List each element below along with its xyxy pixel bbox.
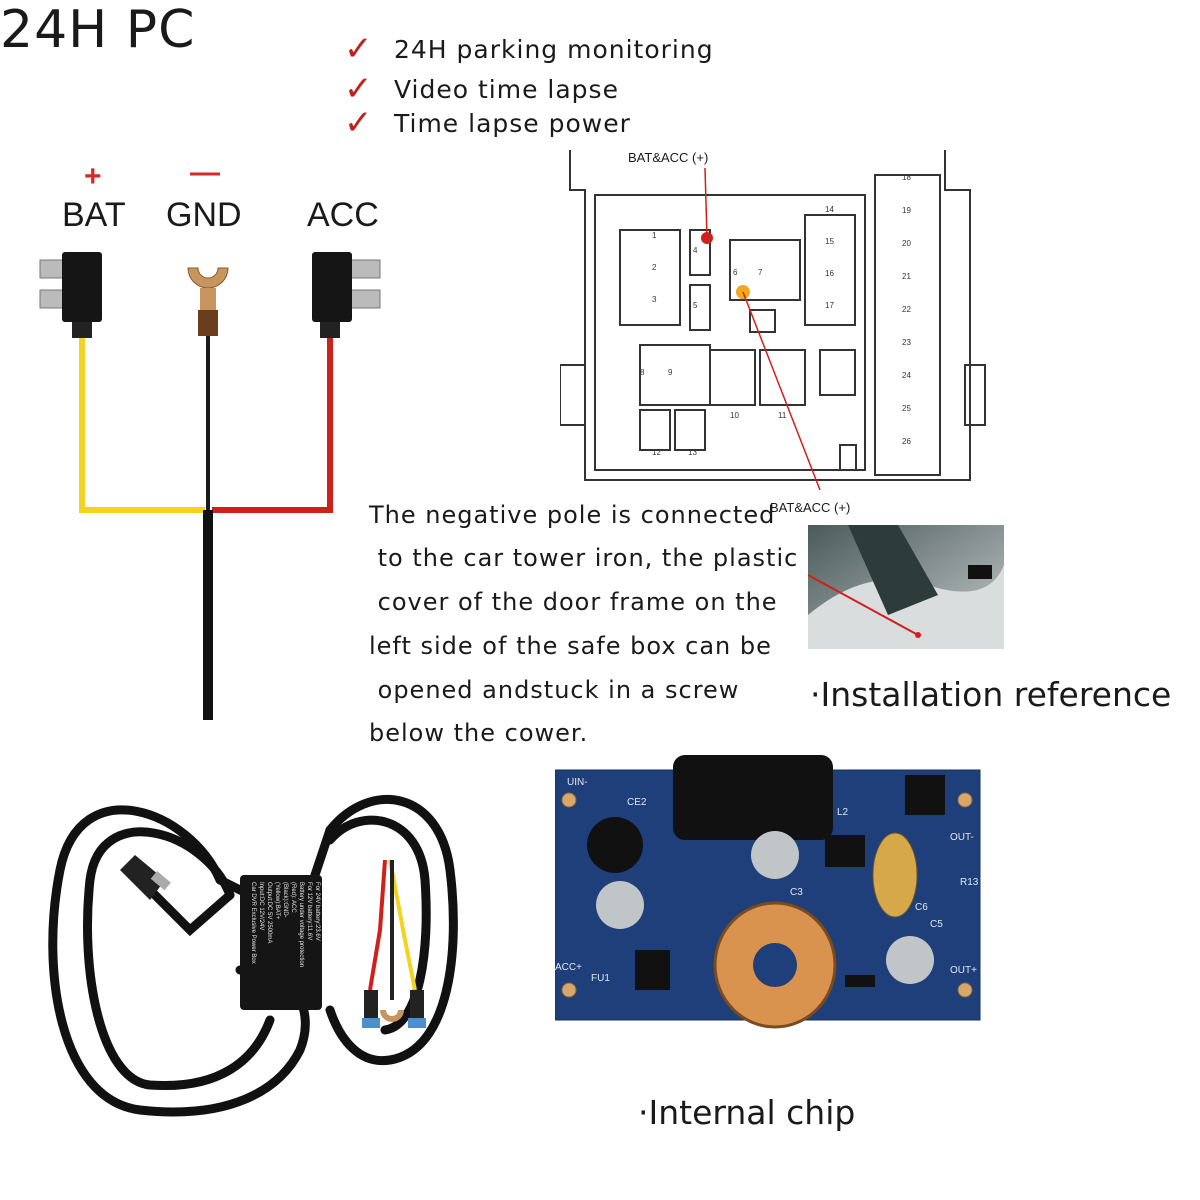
fuse-number: 21 [902,272,911,281]
fuse-number: 24 [902,371,911,380]
description-line: The negative pole is connected [369,501,776,529]
feature-item: ✓ Time lapse power [344,106,631,140]
description-line: opened andstuck in a screw [369,676,740,704]
description-line: below the cower. [369,719,589,747]
feature-label: Time lapse power [394,108,631,138]
fuse-number: 13 [688,448,697,457]
fuse-number: 17 [825,301,834,310]
description-line: to the car tower iron, the plastic [369,544,799,572]
fuse-number: 12 [652,448,661,457]
installation-caption: ·Installation reference [810,675,1172,714]
fuse-number: 6 [733,268,738,277]
power-box-text: For 12V battery:11.6V [306,882,312,940]
pcb-label: R13 [960,877,979,888]
page-title: 24H PC [0,0,196,60]
fuse-number: 18 [902,173,911,182]
description-line: cover of the door frame on the [369,588,778,616]
power-box-text: (Yellow):BAT+ [274,882,280,920]
power-box-text: Battery under voltage protection [298,882,304,967]
feature-item: ✓ 24H parking monitoring [344,32,714,66]
fuse-number: 19 [902,206,911,215]
fuse-number: 10 [730,411,739,420]
positive-sign: + [84,160,102,193]
power-box-text: (Black):GND- [282,882,288,918]
pcb-label: C5 [930,919,943,930]
fuse-number: 23 [902,338,911,347]
feature-item: ✓ Video time lapse [344,72,619,106]
fuse-bottom-label: BAT&ACC (+) [770,500,851,515]
gnd-label: GND [166,196,242,234]
fuse-number: 7 [758,268,763,277]
fuse-number: 11 [778,411,787,420]
fuse-number: 9 [668,368,673,377]
pcb-label: L2 [837,807,849,818]
fuse-number: 22 [902,305,911,314]
fuse-number: 26 [902,437,911,446]
fuse-number: 2 [652,263,657,272]
fuse-top-label: BAT&ACC (+) [628,150,709,165]
feature-label: Video time lapse [394,74,619,104]
fuse-number: 8 [640,368,645,377]
acc-label: ACC [307,196,379,234]
pcb-label: UIN- [567,777,588,788]
fuse-number: 15 [825,237,834,246]
description-line: left side of the safe box can be [369,632,772,660]
check-icon: ✓ [344,69,374,109]
check-icon: ✓ [344,103,374,143]
bat-clip-icon [39,252,102,338]
pcb-label: ACC+ [555,962,582,973]
power-box-text: Input:DC 12V/24V [258,882,264,930]
gnd-fork-icon [187,267,229,336]
pcb-label: OUT+ [950,965,977,976]
acc-clip-icon [312,252,381,338]
check-icon: ✓ [344,29,374,69]
negative-sign: — [190,156,220,189]
fuse-number: 25 [902,404,911,413]
chip-caption: ·Internal chip [638,1093,856,1132]
fuse-number: 4 [693,246,698,255]
power-box-text: Car DVR Exclusive Power Box [250,882,256,964]
pcb-label: C6 [915,902,928,913]
power-box-text: For 24V battery:23.6V [314,882,320,941]
installation-photo [808,525,1004,649]
power-box [240,875,322,1010]
power-box-text: (Red): ACC [290,882,296,913]
fuse-number: 3 [652,295,657,304]
bat-label: BAT [62,196,126,234]
wire-harness-diagram [39,252,381,720]
pcb-label: OUT- [950,832,974,843]
fuse-number: 14 [825,205,834,214]
pcb-label: C3 [790,887,803,898]
fuse-number: 5 [693,301,698,310]
fuse-number: 20 [902,239,911,248]
feature-label: 24H parking monitoring [394,34,714,64]
fuse-number: 1 [652,231,657,240]
fuse-number: 16 [825,269,834,278]
inductor [673,755,833,840]
pcb-label: CE2 [627,797,647,808]
power-box-text: Output:DC 5V 2500mA [266,882,272,943]
pcb-label: FU1 [591,973,610,984]
